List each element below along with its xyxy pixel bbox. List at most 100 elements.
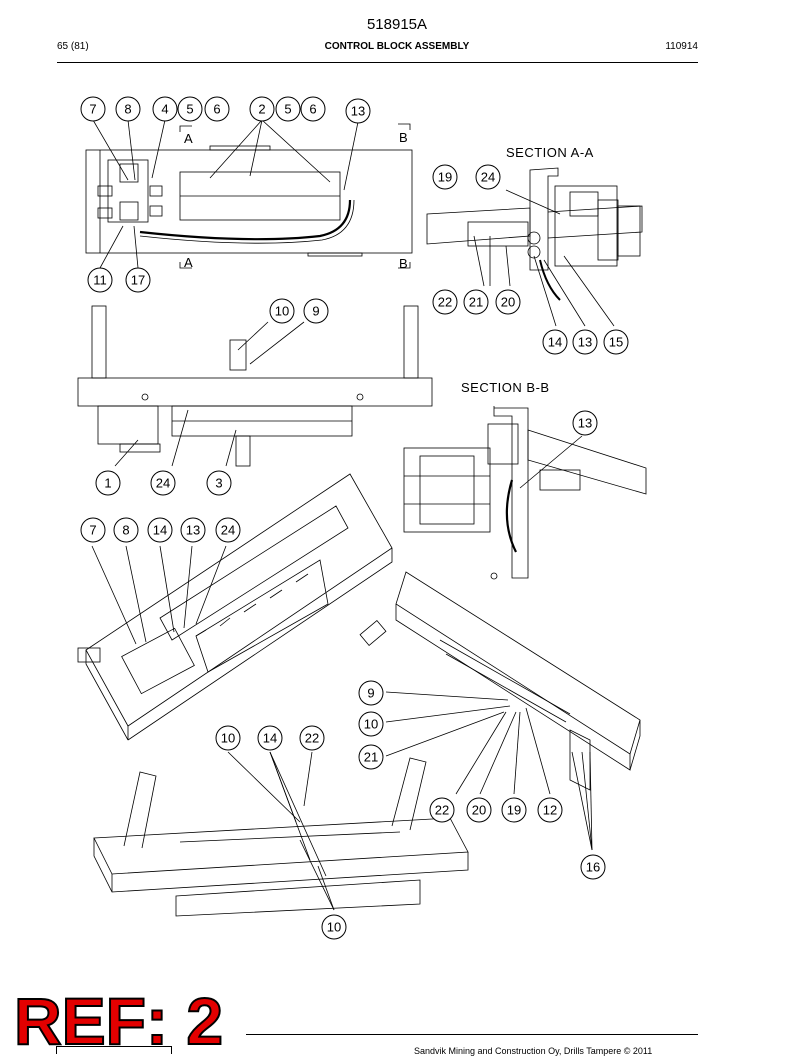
header-rule bbox=[57, 62, 698, 63]
callout-number: 8 bbox=[122, 523, 129, 538]
callout-number: 20 bbox=[501, 295, 515, 310]
callout-bubble bbox=[177, 96, 203, 122]
cut-mark-b-bottom: B bbox=[399, 256, 409, 271]
callout-bubble bbox=[299, 725, 325, 751]
callout-bubble bbox=[542, 329, 568, 355]
callout-number: 9 bbox=[312, 304, 319, 319]
callout-number: 14 bbox=[153, 523, 167, 538]
callout-number: 22 bbox=[435, 803, 449, 818]
callout-number: 14 bbox=[548, 335, 562, 350]
callout-number: 22 bbox=[305, 731, 319, 746]
callout-number: 12 bbox=[543, 803, 557, 818]
callout-bubble bbox=[495, 289, 521, 315]
callout-bubble bbox=[429, 797, 455, 823]
callout-bubble bbox=[204, 96, 230, 122]
callout-bubble bbox=[206, 470, 232, 496]
page-title: CONTROL BLOCK ASSEMBLY bbox=[324, 41, 470, 52]
callout-number: 13 bbox=[186, 523, 200, 538]
callout-bubble bbox=[475, 164, 501, 190]
isometric-view-right bbox=[359, 571, 641, 851]
callout-number: 10 bbox=[221, 731, 235, 746]
callout-number: 21 bbox=[364, 750, 378, 765]
cut-mark-a-bottom: A bbox=[184, 255, 194, 270]
callout-number: 13 bbox=[578, 416, 592, 431]
callout-bubble bbox=[87, 267, 113, 293]
callout-bubble bbox=[463, 289, 489, 315]
callout-number: 11 bbox=[93, 273, 107, 288]
callout-bubble bbox=[466, 797, 492, 823]
callout-bubble bbox=[501, 797, 527, 823]
callout-number: 14 bbox=[263, 731, 277, 746]
section-bb-label: SECTION B-B bbox=[461, 380, 550, 395]
callout-bubble bbox=[113, 517, 139, 543]
callout-bubble bbox=[125, 267, 151, 293]
callout-number: 3 bbox=[215, 476, 222, 491]
callout-bubble bbox=[275, 96, 301, 122]
ref-stamp: REF: 2 bbox=[13, 984, 224, 1058]
isometric-view-upper-left bbox=[77, 473, 393, 741]
callout-bubble bbox=[358, 680, 384, 706]
callout-bubble bbox=[603, 329, 629, 355]
callout-number: 24 bbox=[156, 476, 170, 491]
callout-number: 6 bbox=[309, 102, 316, 117]
callout-bubble bbox=[572, 410, 598, 436]
callout-number: 10 bbox=[364, 717, 378, 732]
callout-number: 15 bbox=[609, 335, 623, 350]
callout-group: 7 8 4 5 6 2 5 6 13 11 17 19 24 22 21 20 14 13 15 10 9 1 24 3 13 7… bbox=[80, 96, 629, 940]
callout-bubble bbox=[150, 470, 176, 496]
footer-copyright: Sandvik Mining and Construction Oy, Dril… bbox=[414, 1046, 653, 1056]
callout-bubble bbox=[537, 797, 563, 823]
callout-number: 13 bbox=[578, 335, 592, 350]
document-number: 518915A bbox=[366, 16, 428, 33]
isometric-view-bottom bbox=[93, 751, 469, 917]
date-code: 110914 bbox=[665, 41, 698, 52]
callout-bubble bbox=[215, 517, 241, 543]
callout-number: 10 bbox=[275, 304, 289, 319]
callout-bubble bbox=[572, 329, 598, 355]
callout-bubble bbox=[358, 744, 384, 770]
callout-number: 16 bbox=[586, 860, 600, 875]
callout-number: 19 bbox=[438, 170, 452, 185]
section-aa-view bbox=[426, 167, 643, 327]
callout-bubble bbox=[580, 854, 606, 880]
callout-number: 6 bbox=[213, 102, 220, 117]
callout-number: 22 bbox=[438, 295, 452, 310]
callout-bubble bbox=[180, 517, 206, 543]
callout-number: 8 bbox=[124, 102, 131, 117]
footer-rule bbox=[246, 1034, 698, 1035]
callout-number: 4 bbox=[161, 102, 168, 117]
callout-bubble bbox=[257, 725, 283, 751]
callout-number: 2 bbox=[258, 102, 265, 117]
callout-bubble bbox=[345, 98, 371, 124]
callout-number: 17 bbox=[131, 273, 145, 288]
callout-number: 5 bbox=[284, 102, 291, 117]
callout-bubble bbox=[321, 914, 347, 940]
cut-mark-b-top: B bbox=[399, 130, 409, 145]
callout-number: 1 bbox=[104, 476, 111, 491]
callout-bubble bbox=[432, 289, 458, 315]
callout-bubble bbox=[358, 711, 384, 737]
callout-number: 20 bbox=[472, 803, 486, 818]
top-view bbox=[85, 119, 413, 269]
company-logo bbox=[56, 1046, 172, 1054]
callout-number: 7 bbox=[89, 102, 96, 117]
section-bb-view bbox=[403, 406, 647, 580]
callout-bubble bbox=[269, 298, 295, 324]
callout-number: 19 bbox=[507, 803, 521, 818]
callout-bubble bbox=[215, 725, 241, 751]
callout-number: 9 bbox=[367, 686, 374, 701]
callout-bubble bbox=[115, 96, 141, 122]
callout-bubble bbox=[80, 517, 106, 543]
callout-number: 24 bbox=[481, 170, 495, 185]
callout-bubble bbox=[432, 164, 458, 190]
callout-number: 7 bbox=[89, 523, 96, 538]
section-aa-label: SECTION A-A bbox=[506, 145, 594, 160]
callout-bubble bbox=[80, 96, 106, 122]
callout-bubble bbox=[147, 517, 173, 543]
callout-bubble bbox=[303, 298, 329, 324]
cut-mark-a-top: A bbox=[184, 131, 194, 146]
page-number: 65 (81) bbox=[57, 41, 89, 52]
callout-number: 5 bbox=[186, 102, 193, 117]
callout-number: 13 bbox=[351, 104, 365, 119]
